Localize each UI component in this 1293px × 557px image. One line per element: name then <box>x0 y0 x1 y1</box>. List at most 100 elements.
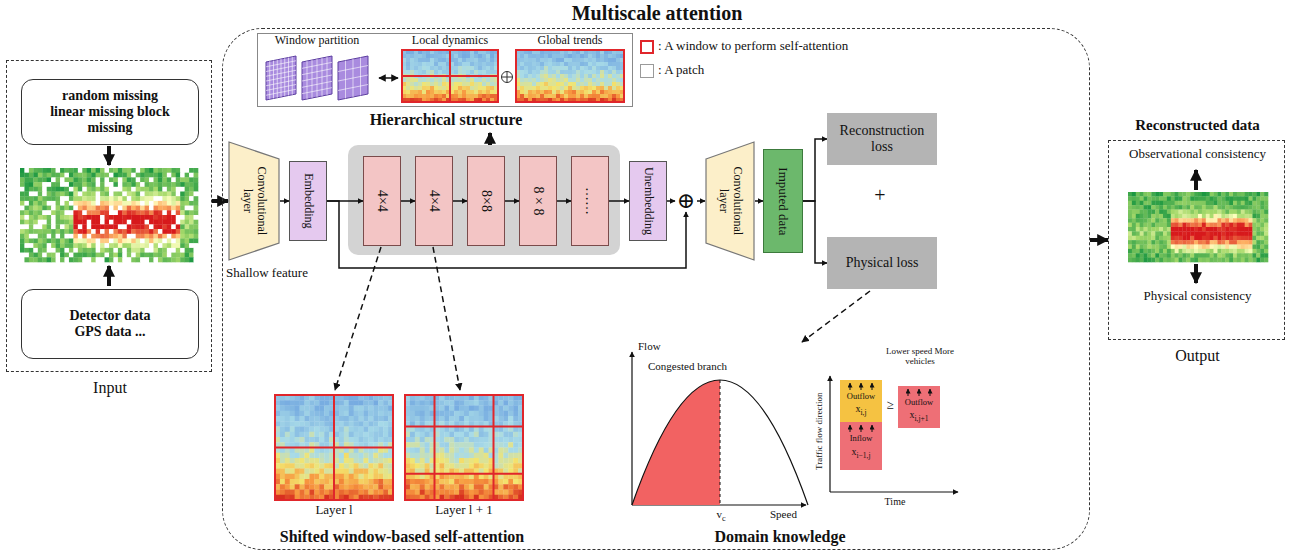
heat-cell <box>1186 223 1190 228</box>
heat-cell <box>426 62 430 66</box>
heat-cell <box>87 224 92 229</box>
heat-cell <box>189 253 194 258</box>
heat-cell <box>1132 192 1136 197</box>
heat-cell <box>78 243 83 248</box>
heat-cell <box>1128 236 1132 241</box>
heat-cell <box>122 201 127 206</box>
heat-cell <box>127 201 132 206</box>
heat-cell <box>20 173 25 178</box>
heat-cell <box>29 224 34 229</box>
heat-cell <box>56 220 61 225</box>
heat-cell <box>60 168 65 173</box>
heat-cell <box>185 206 190 211</box>
heat-cell <box>520 86 524 90</box>
heat-cell <box>454 82 458 86</box>
heat-cell <box>524 70 528 74</box>
heat-cell <box>1163 258 1167 263</box>
heat-cell <box>584 74 588 78</box>
heat-cell <box>78 177 83 182</box>
heat-cell <box>478 94 482 98</box>
heat-cell <box>185 257 190 262</box>
heat-cell <box>1210 218 1214 223</box>
heat-cell <box>1151 196 1155 201</box>
heat-cell <box>410 54 414 58</box>
heat-cell <box>466 54 470 58</box>
heat-cell <box>167 168 172 173</box>
heat-cell <box>96 177 101 182</box>
heat-cell <box>180 177 185 182</box>
heat-cell <box>478 86 482 90</box>
heat-cell <box>131 224 136 229</box>
heat-cell <box>1221 192 1225 197</box>
heat-cell <box>524 62 528 66</box>
heat-cell <box>1167 253 1171 258</box>
heat-cell <box>33 257 38 262</box>
heat-cell <box>1221 240 1225 245</box>
heat-cell <box>1190 214 1194 219</box>
heat-cell <box>105 215 110 220</box>
heat-cell <box>1245 218 1249 223</box>
heat-cell <box>51 168 56 173</box>
heat-cell <box>145 220 150 225</box>
heat-cell <box>596 86 600 90</box>
heat-cell <box>580 70 584 74</box>
heat-cell <box>1264 240 1268 245</box>
heat-cell <box>145 243 150 248</box>
heat-cell <box>568 62 572 66</box>
heat-cell <box>60 206 65 211</box>
heat-cell <box>1155 210 1159 215</box>
heat-cell <box>78 248 83 253</box>
heat-cell <box>1190 258 1194 263</box>
heat-cell <box>140 168 145 173</box>
heat-cell <box>1233 210 1237 215</box>
heat-cell <box>556 70 560 74</box>
heat-cell <box>154 239 159 244</box>
heat-cell <box>596 62 600 66</box>
heat-cell <box>1132 253 1136 258</box>
heat-cell <box>149 224 154 229</box>
heat-cell <box>158 257 163 262</box>
heat-cell <box>1210 210 1214 215</box>
heat-cell <box>113 201 118 206</box>
heat-cell <box>564 54 568 58</box>
heat-cell <box>47 220 52 225</box>
heat-cell <box>47 210 52 215</box>
heat-cell <box>171 229 176 234</box>
heat-cell <box>600 70 604 74</box>
heat-cell <box>596 66 600 70</box>
heat-cell <box>127 257 132 262</box>
heat-cell <box>544 66 548 70</box>
heat-cell <box>1229 227 1233 232</box>
heat-cell <box>1225 214 1229 219</box>
heat-cell <box>69 224 74 229</box>
heat-cell <box>478 66 482 70</box>
heat-cell <box>1237 214 1241 219</box>
heat-cell <box>1225 205 1229 210</box>
heat-cell <box>524 82 528 86</box>
congested-area <box>632 380 720 505</box>
heat-cell <box>486 58 490 62</box>
heat-cell <box>158 210 163 215</box>
heat-cell <box>1206 196 1210 201</box>
heatmap <box>1128 192 1268 262</box>
heat-cell <box>171 201 176 206</box>
heat-cell <box>1175 214 1179 219</box>
heat-cell <box>1202 218 1206 223</box>
heat-cell <box>189 196 194 201</box>
heat-cell <box>1179 227 1183 232</box>
heat-cell <box>176 234 181 239</box>
heat-cell <box>528 78 532 82</box>
heat-cell <box>1229 223 1233 228</box>
heat-cell <box>145 210 150 215</box>
heat-cell <box>51 173 56 178</box>
heat-cell <box>20 187 25 192</box>
heat-cell <box>24 257 29 262</box>
heat-cell <box>572 58 576 62</box>
heat-cell <box>91 224 96 229</box>
heat-cell <box>1136 258 1140 263</box>
heat-cell <box>576 74 580 78</box>
heat-cell <box>136 206 141 211</box>
heat-cell <box>29 182 34 187</box>
heat-cell <box>33 187 38 192</box>
heat-cell <box>154 201 159 206</box>
